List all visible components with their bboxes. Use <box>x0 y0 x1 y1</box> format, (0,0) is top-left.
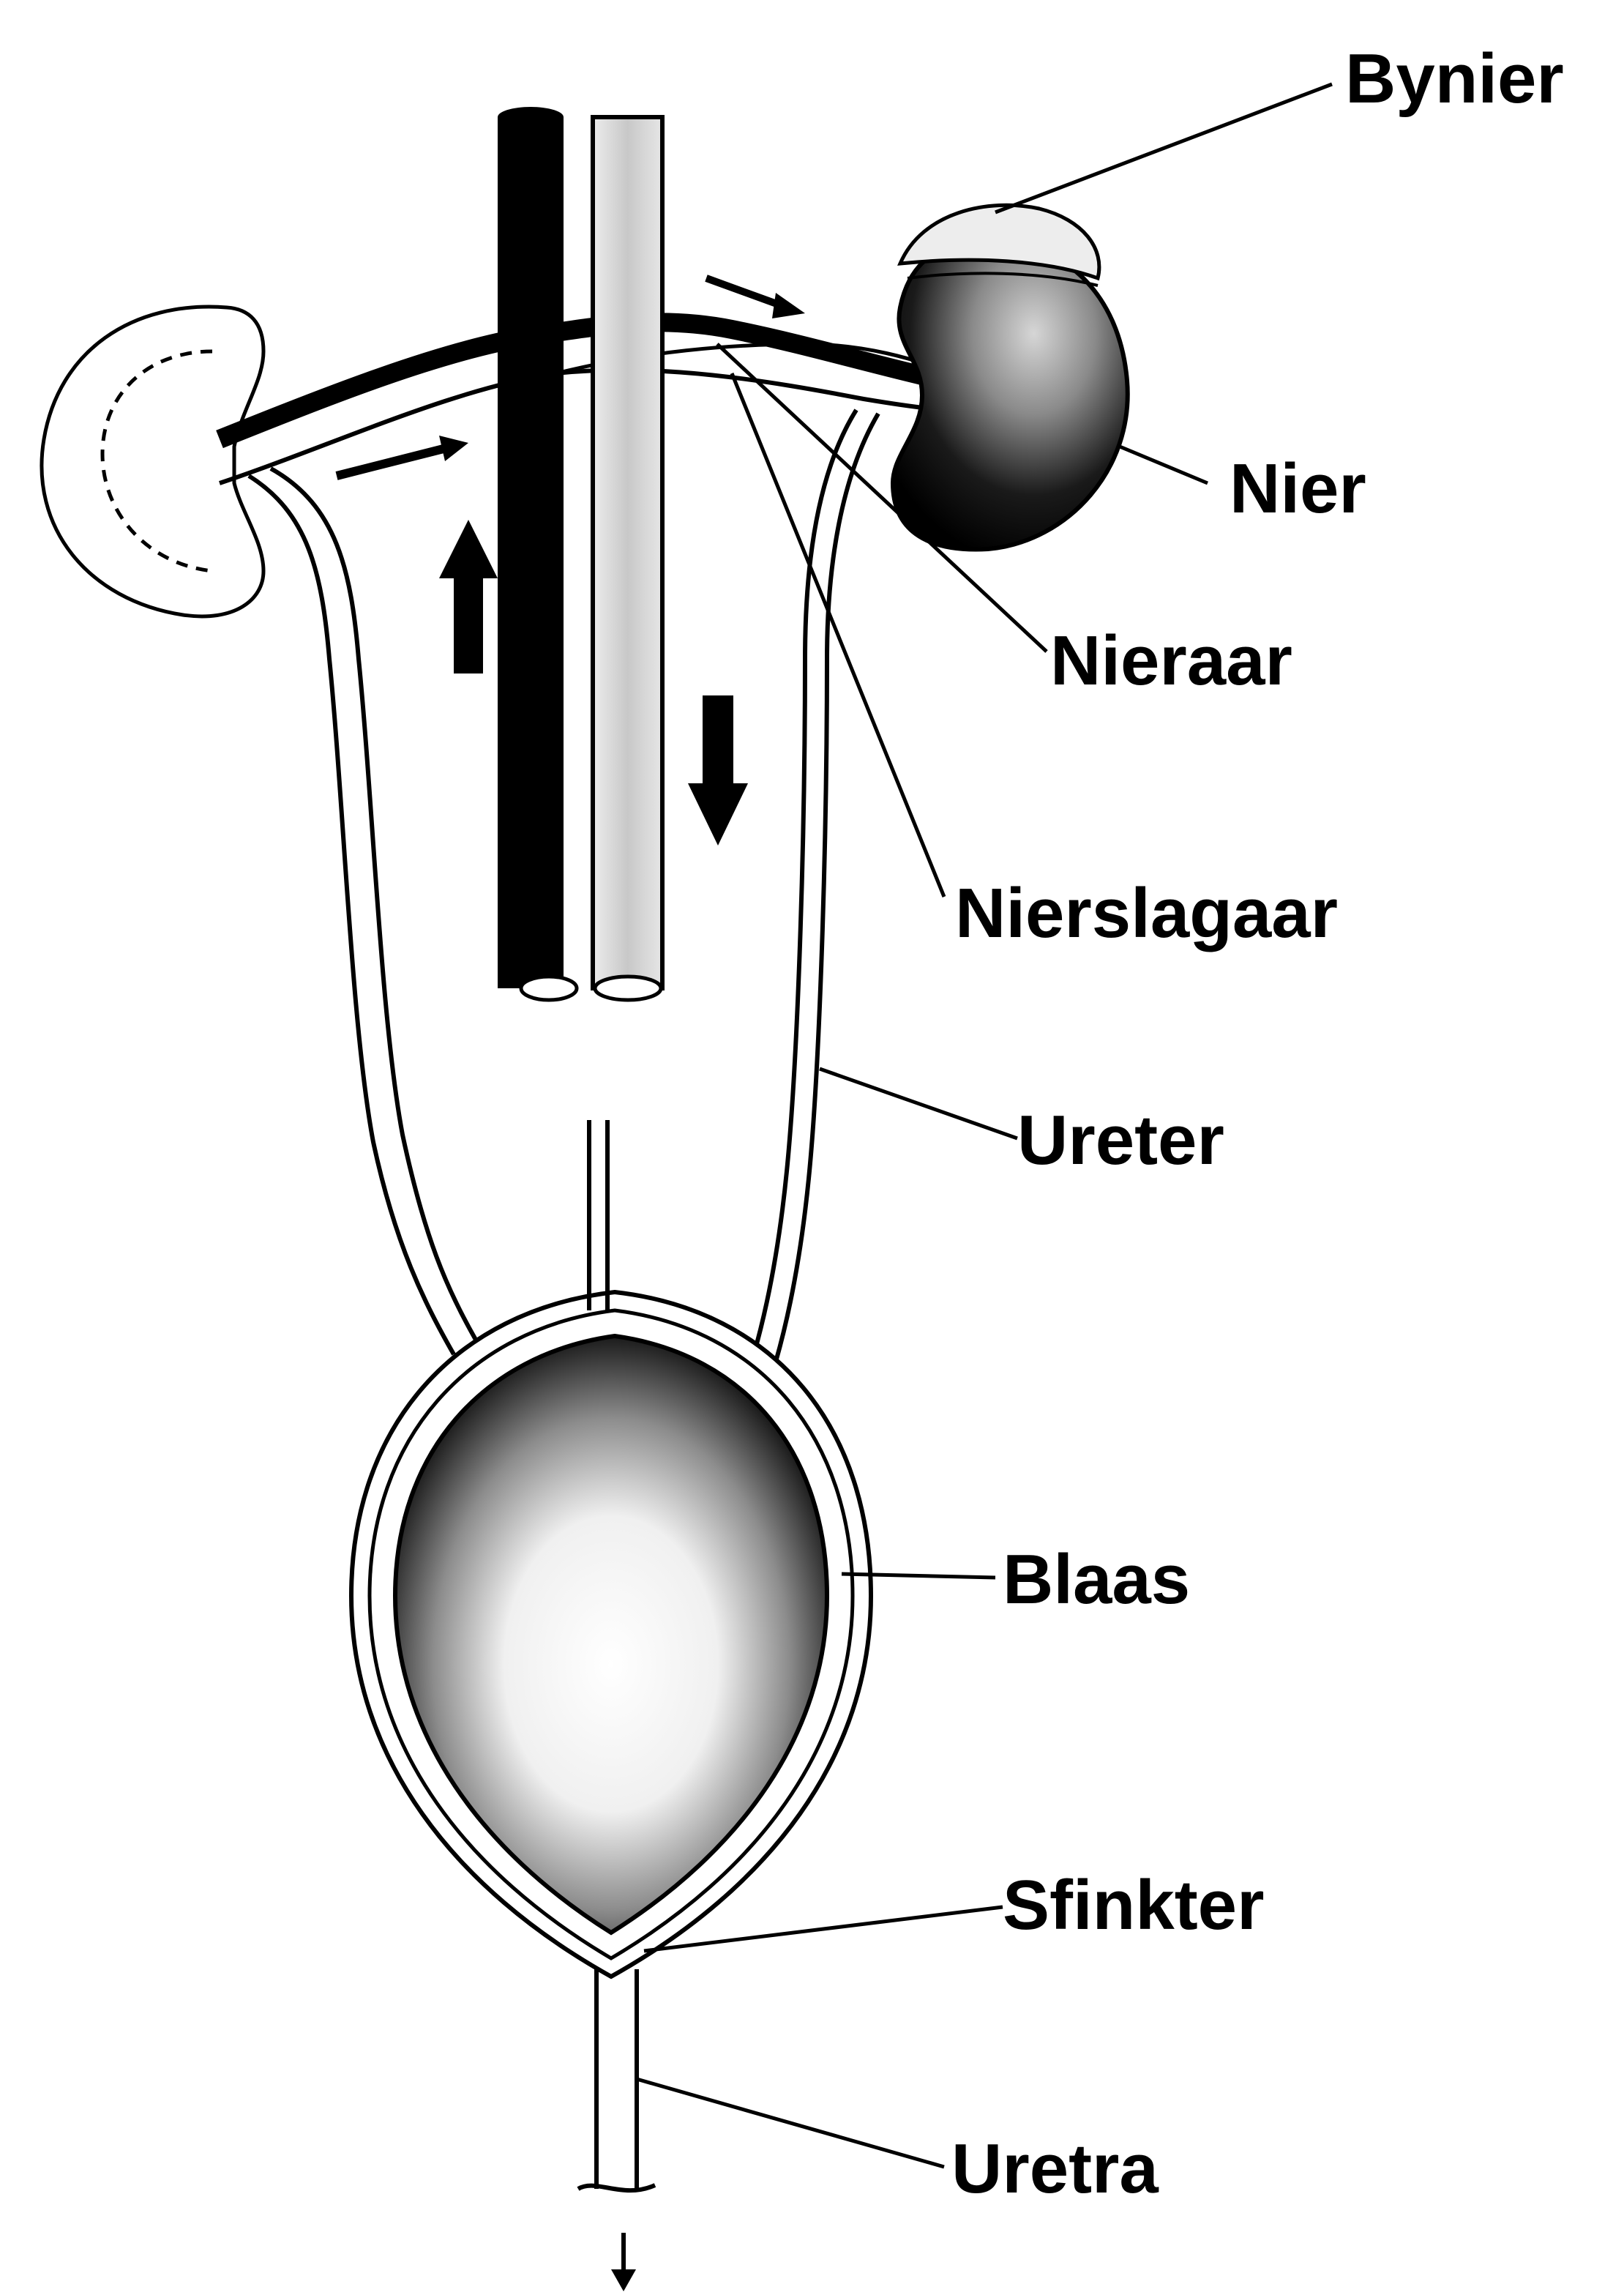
light-vessel <box>593 117 662 1000</box>
right-vessel-arrow-icon <box>706 278 805 318</box>
up-arrow-icon <box>439 520 498 673</box>
label-sfinkter: Sfinkter <box>1003 1866 1264 1944</box>
down-arrow-icon <box>688 695 748 846</box>
label-nier: Nier <box>1230 449 1366 528</box>
label-blaas: Blaas <box>1003 1540 1190 1619</box>
dark-vessel <box>498 107 577 1000</box>
right-kidney <box>893 241 1128 549</box>
bladder <box>351 1292 871 1977</box>
outflow-arrow-icon <box>611 2233 636 2291</box>
top-tube <box>589 1120 607 1310</box>
label-ureter: Ureter <box>1017 1101 1224 1179</box>
left-kidney <box>42 307 263 616</box>
label-bynier: Bynier <box>1345 40 1564 118</box>
left-vessel-arrow-icon <box>337 436 468 476</box>
label-uretra: Uretra <box>951 2130 1159 2208</box>
label-nierslagaar: Nierslagaar <box>955 874 1338 952</box>
label-nieraar: Nieraar <box>1050 622 1292 700</box>
